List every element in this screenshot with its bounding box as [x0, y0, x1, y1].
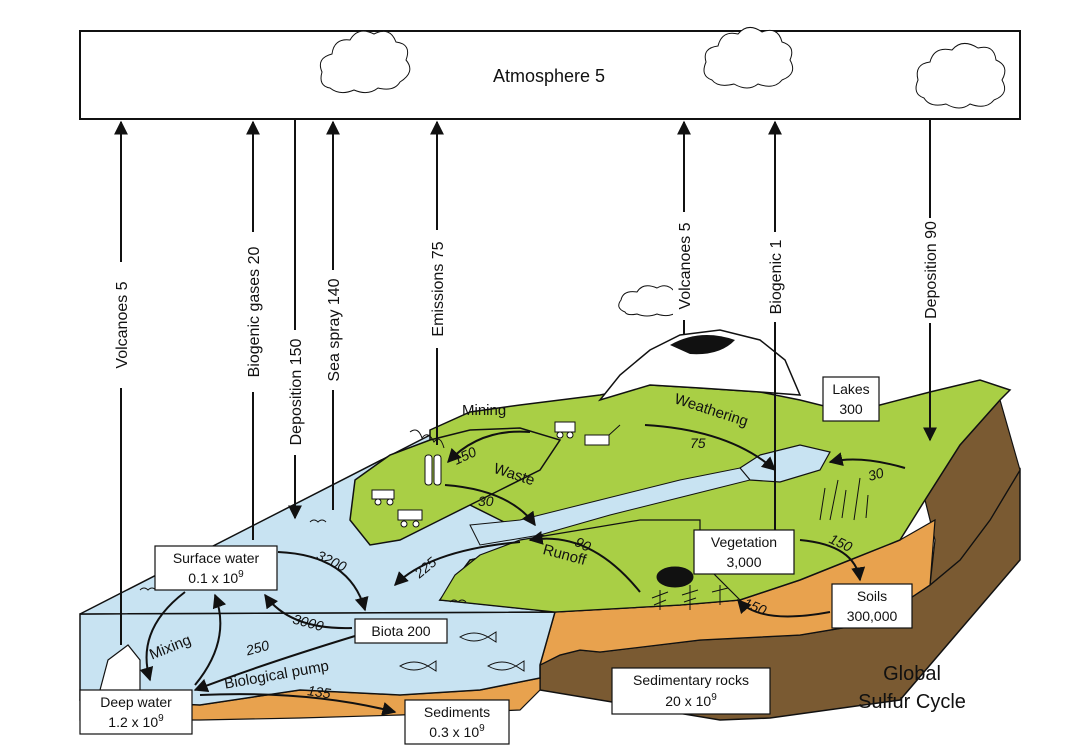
- runoff-arrow: [528, 531, 641, 593]
- deep-water-box: Deep water 1.2 x 109: [79, 689, 193, 735]
- lakes-input-arrow: [828, 452, 906, 469]
- volcanoes-ocean-label: Volcanoes 5: [114, 281, 131, 368]
- fish-icon: [398, 631, 525, 672]
- runoff-ocean-arrow: [394, 541, 521, 586]
- waste-arrow: [444, 484, 536, 527]
- mining-label: Mining: [462, 402, 506, 419]
- sediment-flux-value: 135: [306, 682, 332, 701]
- river: [469, 467, 751, 546]
- deposition-ocean-label: Deposition 150: [288, 339, 305, 446]
- biota-label: Biota 200: [371, 623, 430, 639]
- volcanoes-land-label: Volcanoes 5: [677, 222, 694, 309]
- surface-to-biota-arrow: [277, 551, 369, 612]
- soils-value: 300,000: [847, 608, 898, 624]
- volcano-crater: [670, 335, 735, 355]
- atmosphere-box: [79, 30, 1021, 120]
- lakes-label: Lakes: [832, 381, 869, 397]
- smokestack-icon: [409, 429, 445, 486]
- mixing-up-arrow: [194, 593, 226, 686]
- lakes-input-value: 30: [866, 464, 885, 484]
- tree-icon: [651, 566, 729, 610]
- weathering-arrow: [644, 424, 777, 471]
- emissions-label: Emissions 75: [430, 241, 447, 336]
- biota-to-surface-value: 3000: [291, 611, 325, 635]
- diagram-title-line1: Global: [883, 663, 941, 685]
- biological-pump-value: 250: [243, 637, 271, 659]
- mining-arrow: [447, 430, 531, 464]
- soils-to-vegetation-arrow: [737, 598, 831, 618]
- sedimentary-rocks-label: Sedimentary rocks: [633, 672, 749, 688]
- surface-water-value: 0.1 x 109: [188, 569, 244, 586]
- weathering-value: 75: [690, 435, 706, 451]
- lakes-value: 300: [839, 401, 863, 417]
- marsh-grass-icon: [819, 477, 869, 521]
- mining-equipment-icon: [371, 421, 621, 528]
- biogenic-gases-label: Biogenic gases 20: [246, 247, 263, 378]
- sedimentary-rocks-box: Sedimentary rocks 20 x 109: [611, 667, 771, 715]
- runoff-value: 90: [573, 534, 594, 555]
- vegetation-box: Vegetation 3,000: [693, 529, 795, 575]
- biogenic-land-label: Biogenic 1: [768, 240, 785, 315]
- sediments-value: 0.3 x 109: [429, 723, 485, 740]
- surface-water-label: Surface water: [173, 550, 260, 566]
- vegetation-value: 3,000: [726, 554, 761, 570]
- sea-spray-label: Sea spray 140: [326, 278, 343, 381]
- volcano: [597, 329, 802, 402]
- diagram-title-line2: Sulfur Cycle: [858, 691, 966, 713]
- biological-pump-arrow: [193, 635, 356, 693]
- deep-water-label: Deep water: [100, 694, 172, 710]
- vegetation-to-soils-arrow: [799, 539, 866, 582]
- deep-water-value: 1.2 x 109: [108, 713, 164, 730]
- lakes-box: Lakes 300: [822, 376, 880, 422]
- surface-water-box: Surface water 0.1 x 109: [154, 545, 278, 591]
- sediments-label: Sediments: [424, 704, 490, 720]
- sedimentary-rocks-value: 20 x 109: [665, 692, 717, 709]
- vegetation-label: Vegetation: [711, 534, 777, 550]
- sediments-box: Sediments 0.3 x 109: [404, 699, 510, 745]
- water-ripples: [139, 519, 467, 603]
- cloud-icon: [915, 43, 1006, 109]
- soils-box: Soils 300,000: [831, 583, 913, 629]
- mixing-down-arrow: [139, 591, 186, 682]
- cloud-icon: [319, 30, 411, 94]
- cloud-icon: [703, 27, 794, 89]
- soils-label: Soils: [857, 588, 887, 604]
- biota-box: Biota 200: [354, 618, 448, 644]
- atmosphere-label: Atmosphere 5: [493, 66, 605, 86]
- sediment-flux-arrow: [199, 693, 397, 716]
- biota-to-surface-arrow: [264, 593, 353, 630]
- waste-value: 30: [478, 493, 494, 509]
- deposition-land-label: Deposition 90: [923, 221, 940, 319]
